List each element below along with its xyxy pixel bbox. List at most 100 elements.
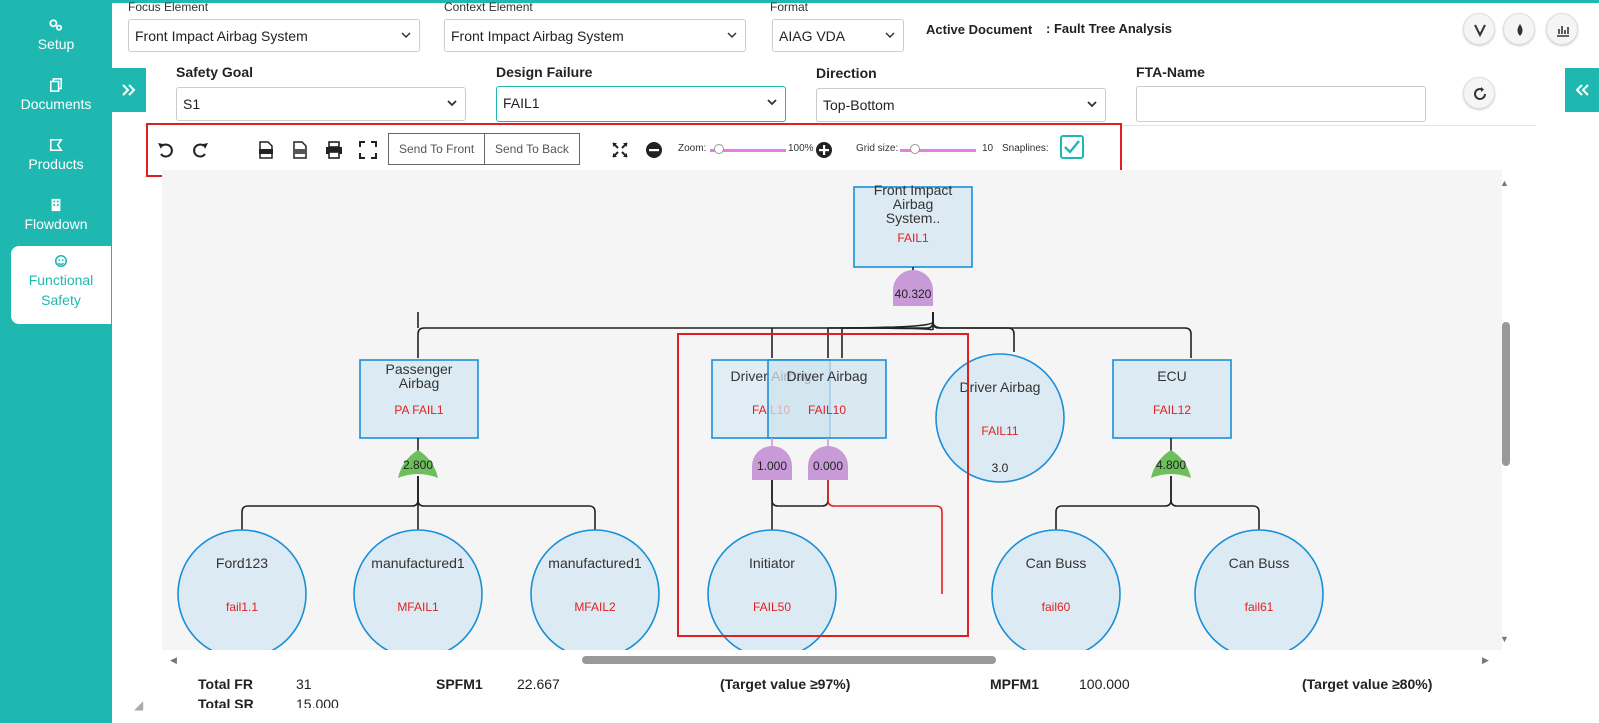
driver-airbag-event[interactable]: Driver Airbag FAIL11 3.0 [935, 353, 1065, 483]
print-icon[interactable] [324, 140, 344, 160]
focus-element-value: Front Impact Airbag System [135, 28, 308, 44]
send-to-front-button[interactable]: Send To Front [388, 133, 486, 165]
fault-tree-diagram[interactable]: Front Impact Airbag System.. FAIL1 40.32… [162, 170, 1502, 650]
zoom-value: 100% [788, 143, 814, 154]
products-icon [49, 138, 63, 152]
chart-button[interactable] [1546, 13, 1578, 45]
total-fr-value: 31 [296, 676, 312, 692]
node-code: fail60 [1042, 600, 1071, 614]
diagram-canvas[interactable]: Front Impact Airbag System.. FAIL1 40.32… [162, 170, 1502, 650]
driver-airbag-node[interactable]: Driver Airbag FAIL10 [767, 359, 887, 439]
active-document-label: Active Document [926, 22, 1033, 37]
snaplines-checkbox[interactable] [1060, 135, 1084, 159]
or-gate[interactable]: 4.800 [1151, 450, 1191, 478]
checkmark-icon [1064, 140, 1080, 154]
fta-name-input[interactable] [1136, 86, 1426, 122]
basic-event[interactable]: manufactured1 MFAIL2 [530, 529, 660, 650]
grid-size-slider[interactable] [900, 149, 976, 152]
sidebar-item-functional-safety[interactable]: Functional Safety [11, 246, 111, 324]
format-label: Format [770, 0, 809, 14]
fit-to-screen-icon[interactable] [610, 140, 630, 160]
total-fr-label: Total FR [198, 676, 253, 692]
spfm-target: (Target value ≥97%) [720, 676, 851, 692]
double-chevron-left-icon [1575, 84, 1589, 96]
vertical-scrollbar[interactable] [1502, 322, 1510, 466]
or-gate[interactable]: 2.800 [398, 450, 438, 478]
focus-element-label: Focus Element [128, 0, 209, 14]
chevron-down-icon [727, 32, 737, 39]
building-icon [51, 198, 61, 212]
horizontal-scrollbar[interactable] [582, 656, 996, 664]
basic-event[interactable]: Can Buss fail60 [991, 529, 1121, 650]
zoom-out-icon[interactable] [644, 140, 664, 160]
basic-event[interactable]: manufactured1 MFAIL1 [353, 529, 483, 650]
sidebar-item-flowdown[interactable]: Flowdown [0, 188, 112, 246]
selection-box[interactable] [677, 333, 969, 637]
scroll-left-icon[interactable]: ◀ [170, 655, 177, 665]
gate-value: 40.320 [895, 287, 932, 301]
scroll-down-icon[interactable]: ▼ [1500, 634, 1509, 644]
drop-button[interactable] [1503, 13, 1535, 45]
sidebar-item-setup[interactable]: Setup [0, 8, 112, 66]
export-svg-icon[interactable] [256, 140, 276, 160]
refresh-button[interactable] [1463, 77, 1495, 109]
basic-event[interactable]: Can Buss fail61 [1194, 529, 1324, 650]
passenger-airbag-node[interactable]: Passenger Airbag PA FAIL1 [359, 359, 479, 439]
double-chevron-right-icon [122, 84, 136, 96]
mpfm-target: (Target value ≥80%) [1302, 676, 1433, 692]
chevron-down-icon [447, 100, 457, 107]
zoom-in-icon[interactable] [814, 140, 834, 160]
safety-icon [54, 254, 68, 268]
zoom-label: Zoom: [678, 143, 707, 154]
redo-icon[interactable] [190, 140, 210, 160]
node-code: FAIL50 [753, 600, 791, 614]
scroll-right-icon[interactable]: ▶ [1482, 655, 1489, 665]
fullscreen-icon[interactable] [358, 140, 378, 160]
resize-handle-icon[interactable]: ◢ [134, 698, 144, 712]
sidebar-item-label: Products [28, 156, 84, 172]
chevron-down-icon [401, 32, 411, 39]
expand-left-button[interactable] [112, 68, 146, 112]
selected-connector[interactable] [827, 480, 943, 594]
direction-select[interactable]: Top-Bottom [816, 88, 1106, 122]
sidebar-item-documents[interactable]: Documents [0, 68, 112, 126]
send-to-back-button[interactable]: Send To Back [484, 133, 580, 165]
zoom-slider-handle[interactable] [714, 144, 725, 154]
and-gate[interactable]: 40.320 [893, 270, 933, 306]
node-name: manufactured1 [371, 555, 465, 571]
chevron-down-icon [885, 32, 895, 39]
vector-icon [1474, 24, 1486, 38]
zoom-slider[interactable] [710, 149, 786, 152]
undo-icon[interactable] [156, 140, 176, 160]
spfm-label: SPFM1 [436, 676, 483, 692]
node-code: PA FAIL1 [394, 403, 443, 417]
node-code: FAIL10 [808, 403, 846, 417]
context-element-select[interactable]: Front Impact Airbag System [444, 19, 746, 52]
vector-button[interactable] [1463, 13, 1495, 45]
focus-element-select[interactable]: Front Impact Airbag System [128, 19, 420, 52]
event-value: 3.0 [992, 461, 1009, 475]
sidebar-item-label: Documents [20, 96, 92, 112]
grid-size-slider-handle[interactable] [910, 144, 921, 154]
node-code: fail1.1 [226, 600, 258, 614]
and-gate[interactable]: 1.000 [752, 446, 792, 480]
sidebar-item-products[interactable]: Products [0, 128, 112, 186]
design-failure-select[interactable]: FAIL1 [496, 86, 786, 122]
root-node[interactable]: Front Impact Airbag System.. FAIL1 [853, 182, 973, 268]
root-node-name: Front Impact [874, 182, 953, 198]
total-sr-row: Total SR 15.000 [198, 696, 398, 708]
node-name: Driver Airbag [787, 368, 868, 384]
scroll-up-icon[interactable]: ▲ [1500, 178, 1509, 188]
basic-event[interactable]: Ford123 fail1.1 [177, 529, 307, 650]
expand-right-button[interactable] [1565, 68, 1599, 112]
node-code: FAIL12 [1153, 403, 1191, 417]
node-name: Can Buss [1229, 555, 1290, 571]
and-gate[interactable]: 0.000 [808, 446, 848, 480]
safety-goal-select[interactable]: S1 [176, 87, 466, 121]
format-select[interactable]: AIAG VDA [772, 19, 904, 52]
export-png-icon[interactable] [290, 140, 310, 160]
ecu-node[interactable]: ECU FAIL12 [1112, 359, 1232, 439]
design-failure-label: Design Failure [496, 64, 593, 80]
basic-event[interactable]: Initiator FAIL50 [707, 529, 837, 650]
